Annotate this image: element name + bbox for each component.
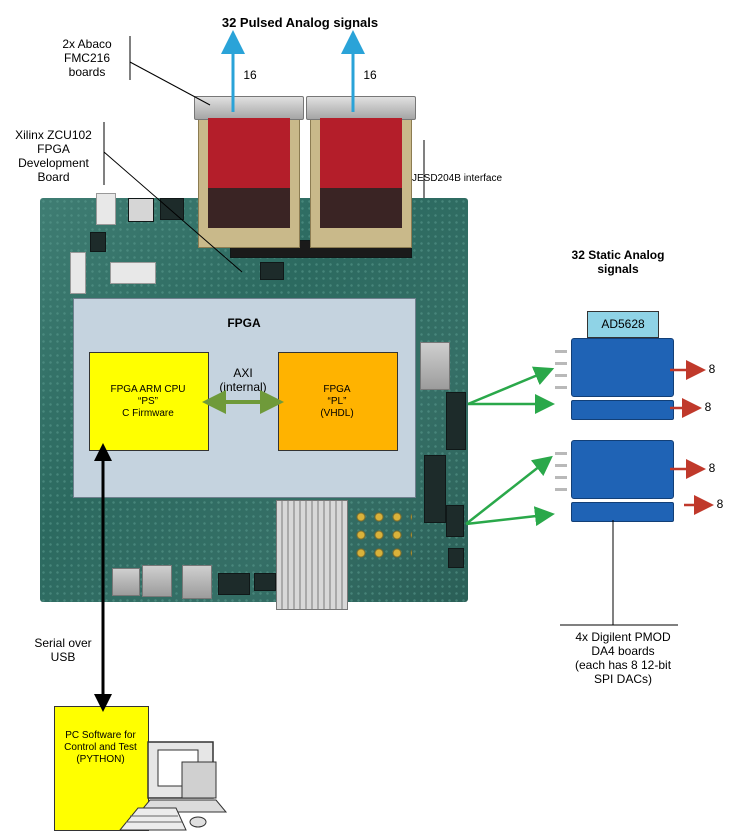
leader-line — [130, 62, 210, 105]
pmod-arrow — [466, 462, 545, 524]
computer-icon — [120, 742, 226, 830]
pmod-arrow — [468, 372, 545, 404]
pmod-arrow — [466, 515, 545, 524]
leader-line — [104, 152, 242, 272]
